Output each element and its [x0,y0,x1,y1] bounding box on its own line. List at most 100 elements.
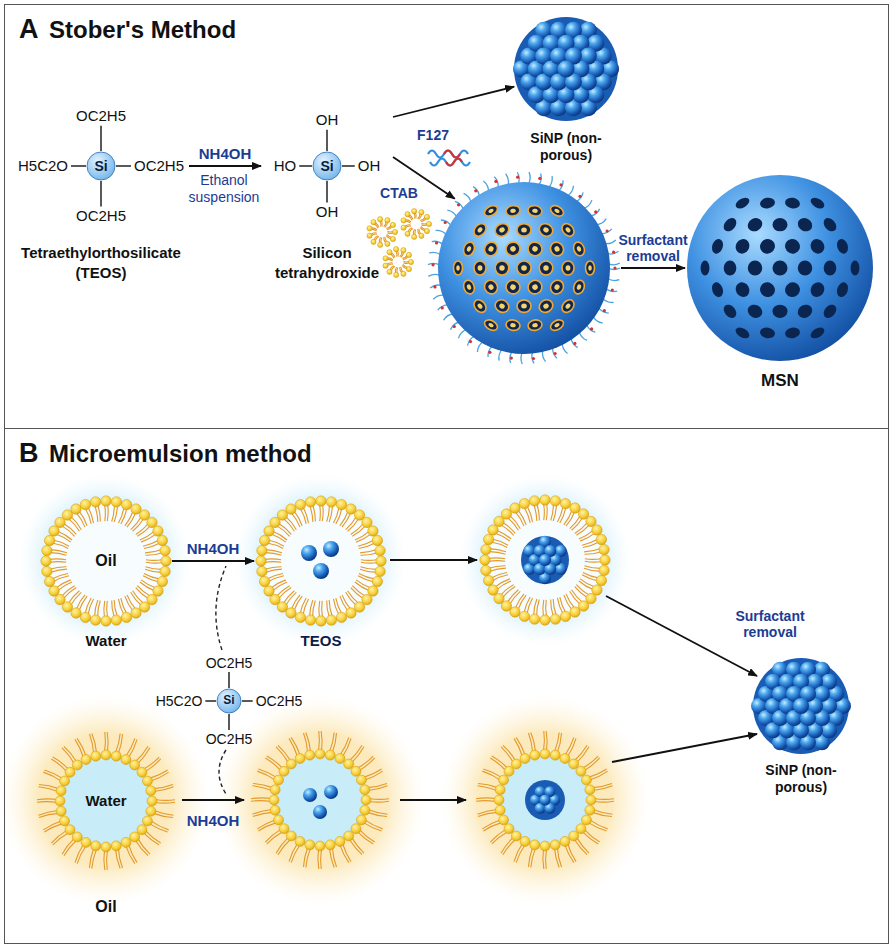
surfactant-head [599,544,609,554]
surfactant-tail [50,569,67,572]
template-micelle [487,245,494,252]
surfactant-tail [58,531,73,540]
template-micelle [532,323,538,328]
surfactant-tail [584,758,599,771]
template-micelle [542,303,549,310]
atom-group: OC2H5 [206,731,253,747]
pore [759,196,776,209]
surfactant-tail [62,838,74,854]
surfactant-head [510,607,520,617]
surfactant-tail [546,731,548,751]
surfactant-head [394,247,399,252]
surfactant-tail [329,848,334,867]
surfactant-tail [537,599,540,616]
surfactant-head [274,815,284,825]
surfactant-tail [551,599,554,616]
surfactant-tail [360,567,377,570]
surfactant-head [550,496,560,506]
surfactant-tail [257,820,275,829]
surfactant-tail [310,600,313,617]
node-shape [685,173,875,395]
surfactant-tail [356,534,371,542]
surfactant-tail [313,600,316,617]
template-micelle [477,226,484,233]
pore [734,195,751,210]
surfactant-head [160,545,170,555]
surfactant-head [121,755,131,765]
pore [517,300,531,313]
reagent-label: NH4OH [187,812,240,829]
surfactant-tail [38,810,57,815]
surfactant-head [387,250,392,255]
surfactant-tail [322,504,324,521]
surfactant-head [286,759,296,769]
surfactant-head [315,841,325,851]
surfactant-tail [585,561,602,563]
pore [462,279,476,296]
surfactant-head [529,614,539,624]
surfactant-tail [543,503,545,520]
pore [821,302,839,320]
surfactant-head [406,266,411,271]
surfactant-tail [566,594,575,609]
surfactant-tail [583,542,599,548]
surfactant-tail [476,800,496,802]
molecule-name: Tetraethylorthosilicate (TEOS) [16,243,186,283]
surfactant-tail [476,797,496,799]
polymer-block [603,309,606,312]
surfactant-tail [590,820,608,829]
surfactant-head [385,218,390,223]
template-micelle [509,245,517,252]
surfactant-head [279,766,289,776]
surfactant-head [576,766,586,776]
surfactant-head [111,497,121,507]
particle-node: F127CTAB [429,173,619,363]
surfactant-tail [310,505,313,522]
template-micelle [576,246,582,253]
polymer-squiggle [446,159,462,166]
surfactant-head [91,751,101,761]
surfactant-tail [565,737,574,755]
reagent-label: CTAB [380,185,418,201]
surfactant-tail [489,549,506,552]
surfactant-tail [121,508,127,524]
surfactant-tail [588,823,606,831]
pore [782,236,802,256]
surfactant-tail [534,599,537,616]
panel: BMicroemulsion methodOilWaterTEOSOC2H5H5… [4,428,889,944]
surfactant-tail [584,566,601,569]
polymer-block [611,288,614,291]
surfactant-tail [56,534,71,542]
template-micelle [588,265,592,271]
reagent-label: NH4OH [199,145,252,162]
polymer-block [433,285,436,288]
atom-group: OC2H5 [76,207,126,224]
atom-group: HO [274,157,297,174]
surfactant-head [560,611,570,621]
surfactant-head [80,612,90,622]
atom-group: OH [358,157,381,174]
surfactant-head [60,776,70,786]
surfactant-head [540,749,550,759]
surfactant-head [367,233,372,238]
surfactant-tail [294,511,302,526]
template-micelle [553,245,560,252]
surfactant-head [335,836,345,846]
surfactant-head [540,841,550,851]
pore [548,240,566,258]
surfactant-tail [553,504,556,521]
surfactant-tail [584,552,601,555]
polymer-block [510,357,513,360]
surfactant-tail [61,586,74,597]
polymer-block [559,183,562,186]
surfactant-head [480,555,490,565]
surfactant-head [530,840,540,850]
pore [504,240,523,259]
surfactant-tail [44,770,62,778]
pore [721,302,739,320]
surfactant-tail [340,596,348,611]
silica-bead [793,698,809,714]
surfactant-tail [294,596,302,611]
pore [527,204,543,217]
surfactant-head [519,611,529,621]
